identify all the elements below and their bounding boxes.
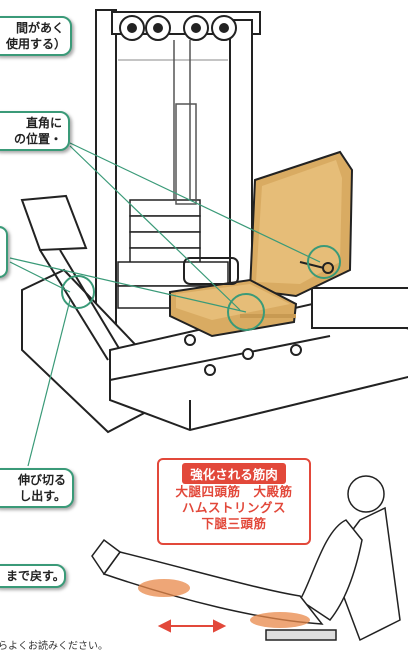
muscle-item: ハムストリングス (181, 500, 286, 515)
callout-text: 使用する） (6, 37, 67, 51)
callout-top-instruction: 間があく 使用する） (0, 16, 72, 56)
callout-seat-angle-instruction: 直角に の位置・ (0, 111, 70, 151)
callout-text: 間があく (15, 21, 64, 35)
callout-text: 直角に (25, 116, 62, 130)
callout-text: 伸び切る (17, 473, 66, 487)
machine-base (109, 287, 408, 432)
person-leg-extension-figure (91, 475, 401, 642)
callout-text: し出す。 (19, 489, 66, 503)
callout-return-instruction: まで戻す。 (0, 564, 66, 588)
callout-truncated-box (0, 226, 8, 278)
motion-arrow (157, 619, 227, 633)
callout-text: の位置・ (13, 132, 62, 146)
pulley-wheels (119, 15, 237, 41)
seat-assembly (169, 150, 354, 376)
targeted-muscles-title: 強化される筋肉 (182, 463, 286, 484)
callout-extension-instruction: 伸び切る し出す。 (0, 468, 74, 508)
footnote-text: らよくお読みください。 (0, 641, 108, 652)
callout-text: まで戻す。 (6, 569, 65, 583)
weight-stack (117, 103, 229, 309)
muscle-item: 大腿四頭筋 大殿筋 (175, 484, 293, 499)
targeted-muscles-panel: 強化される筋肉 大腿四頭筋 大殿筋 ハムストリングス 下腿三頭筋 (157, 458, 311, 545)
adjustment-highlight-circles (61, 245, 341, 331)
callout-leader-lines (9, 142, 321, 467)
muscle-item: 下腿三頭筋 (201, 516, 267, 531)
